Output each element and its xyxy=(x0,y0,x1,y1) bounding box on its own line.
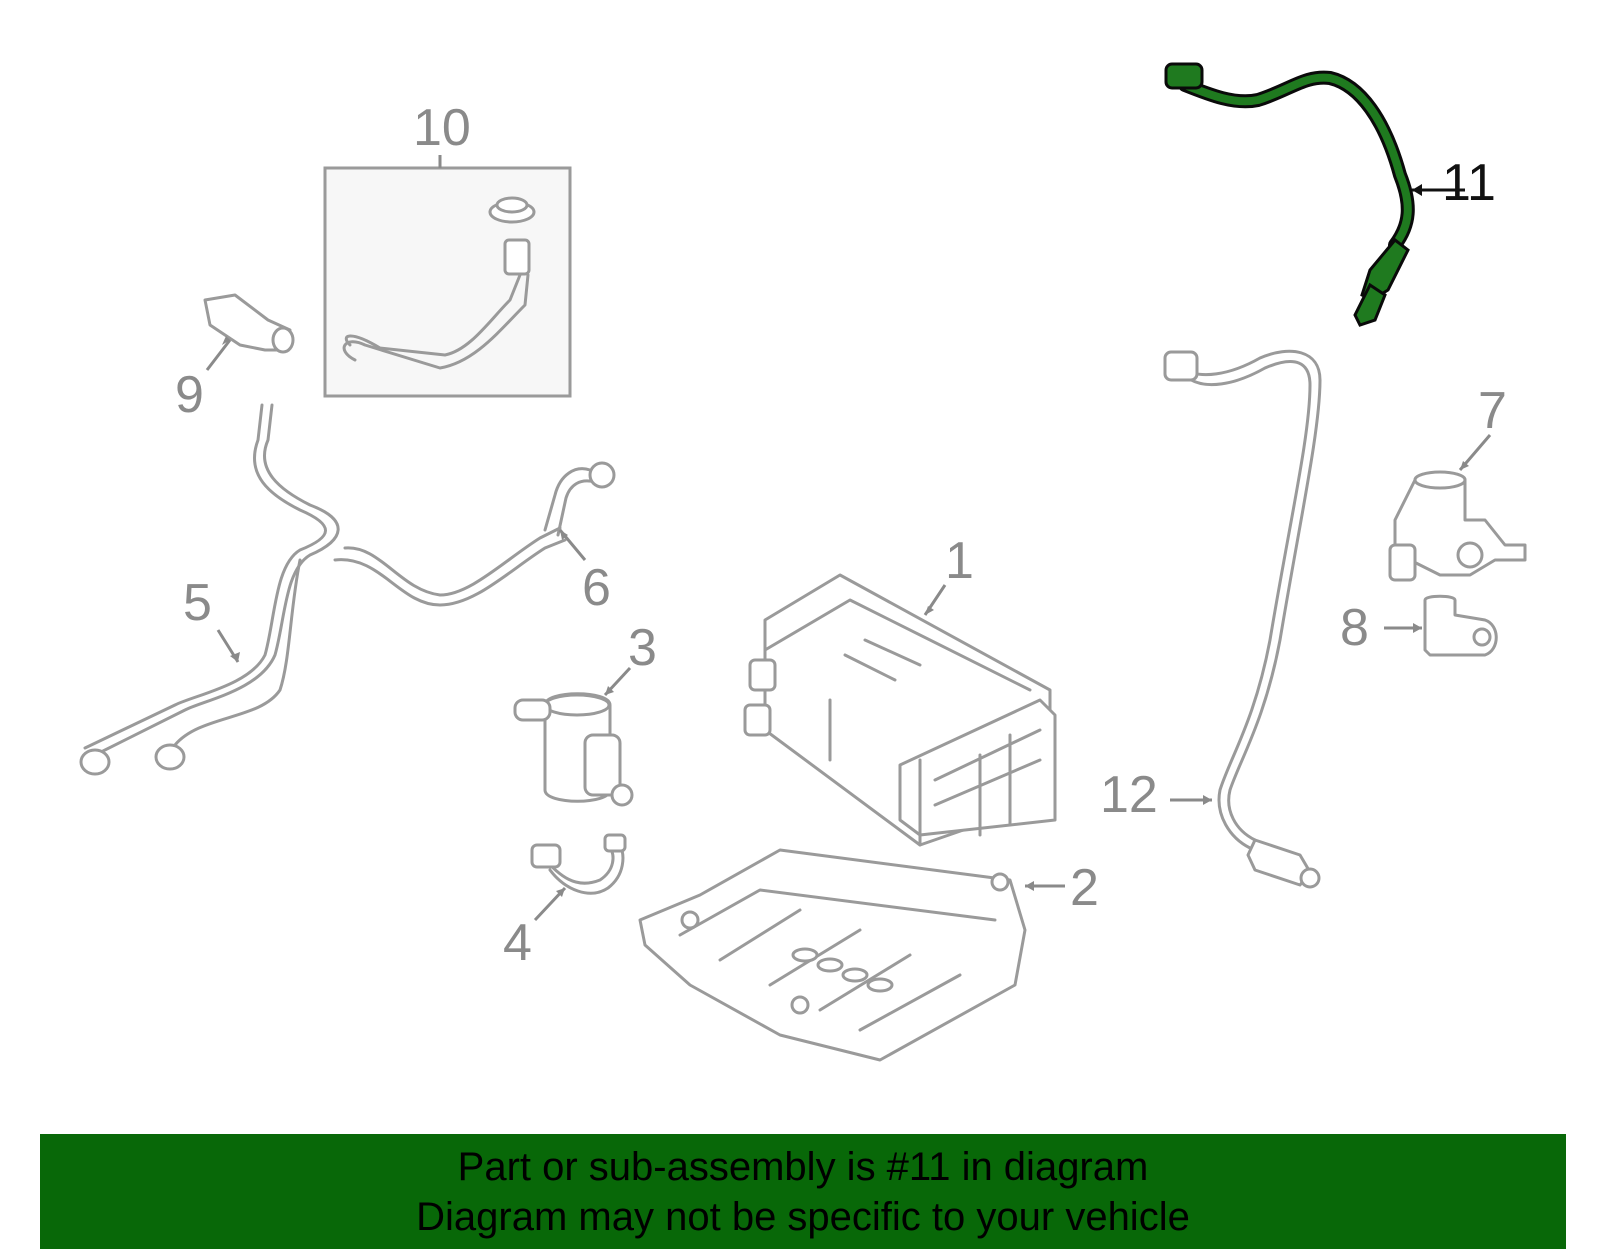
callout-7: 7 xyxy=(1478,382,1507,440)
part-6-hose-end[interactable] xyxy=(543,461,616,561)
callout-12: 12 xyxy=(1100,766,1158,824)
part-7-valve[interactable] xyxy=(1388,434,1527,582)
callout-5: 5 xyxy=(183,574,212,632)
part-10-inset[interactable] xyxy=(323,155,572,398)
part-8-bracket[interactable] xyxy=(1384,594,1498,657)
part-12-oxygen-sensor[interactable] xyxy=(1163,349,1322,889)
callout-9: 9 xyxy=(175,366,204,424)
part-3-purge-valve[interactable] xyxy=(513,666,634,807)
callout-2: 2 xyxy=(1070,859,1099,917)
part-2-bracket[interactable] xyxy=(638,848,1065,1062)
banner-line-part: Part or sub-assembly is #11 in diagram xyxy=(457,1145,1149,1189)
info-banner: Part or sub-assembly is #11 in diagram D… xyxy=(40,1134,1566,1249)
callout-10: 10 xyxy=(413,99,471,157)
callout-8: 8 xyxy=(1340,599,1369,657)
callout-11: 11 xyxy=(1442,154,1496,212)
part-9-valve[interactable] xyxy=(203,293,295,371)
callout-3: 3 xyxy=(628,619,657,677)
part-5-hose[interactable] xyxy=(79,403,567,776)
part-11-oxygen-sensor[interactable] xyxy=(1164,62,1465,327)
callout-4: 4 xyxy=(503,914,532,972)
part-1-canister[interactable] xyxy=(743,573,1057,847)
callout-6: 6 xyxy=(582,559,611,617)
banner-line-disclaimer: Diagram may not be specific to your vehi… xyxy=(416,1195,1190,1239)
part-4-hose[interactable] xyxy=(530,833,627,922)
callout-1: 1 xyxy=(945,532,974,590)
